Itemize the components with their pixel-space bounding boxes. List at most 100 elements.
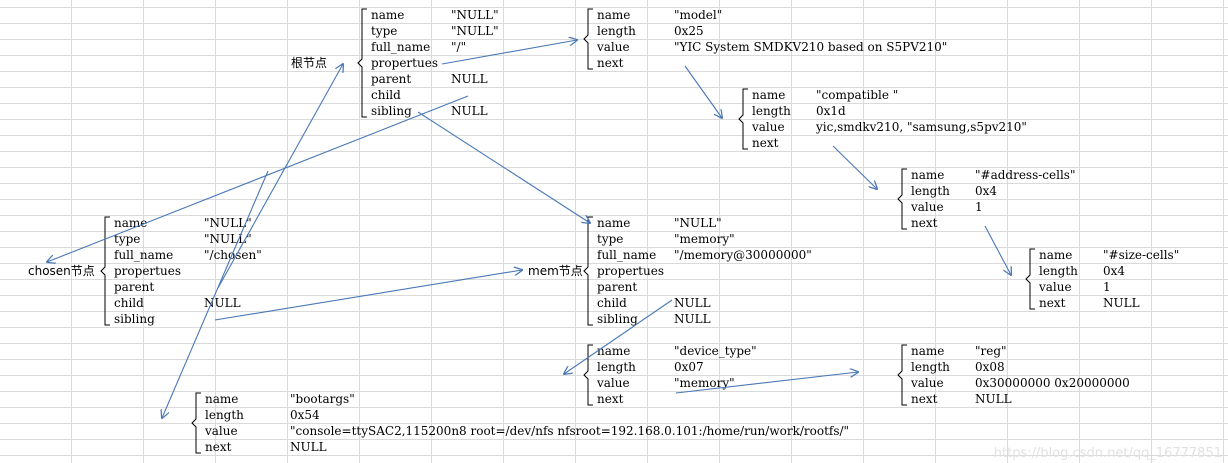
root-node-value-parent: NULL	[451, 72, 488, 86]
arrow-root-sibling-to-mem	[417, 111, 590, 223]
root-node-field-child: child	[371, 88, 401, 102]
reg-prop-field-name: name	[911, 344, 945, 358]
model-prop-value-name: "model"	[674, 8, 723, 22]
watermark: https://blog.csdn.net/qq_16777851	[993, 446, 1222, 461]
root-node-field-parent: parent	[371, 72, 412, 86]
mem-node-brace	[583, 216, 593, 326]
device-type-prop-value-name: "device_type"	[674, 344, 757, 358]
model-prop-value-length: 0x25	[674, 24, 704, 38]
bootargs-prop-value-next: NULL	[290, 440, 327, 454]
reg-prop-value-length: 0x08	[975, 360, 1005, 374]
compatible-prop-brace	[738, 88, 748, 150]
mem-node-field-child: child	[597, 296, 627, 310]
root-node-value-full_name: "/"	[451, 40, 467, 54]
model-prop-field-name: name	[597, 8, 631, 22]
bootargs-prop-field-name: name	[205, 392, 239, 406]
size-cells-prop-brace	[1025, 248, 1035, 310]
mem-node-field-full_name: full_name	[597, 248, 657, 262]
chosen-node-field-type: type	[114, 232, 141, 246]
model-prop-value-value: "YIC System SMDKV210 based on S5PV210"	[674, 40, 948, 54]
root-node-value-type: "NULL"	[451, 24, 499, 38]
root-node-value-name: "NULL"	[451, 8, 499, 22]
size-cells-prop-value-length: 0x4	[1103, 264, 1126, 278]
mem-node-field-name: name	[597, 216, 631, 230]
address-cells-prop-value-value: 1	[975, 200, 983, 214]
arrow-compatible-next-to-address-cells	[832, 145, 877, 189]
arrow-chosen-propertues-to-bootargs	[162, 170, 269, 418]
arrow-root-propertues-to-model	[441, 40, 577, 65]
reg-prop-field-length: length	[911, 360, 950, 374]
mem-node-value-sibling: NULL	[674, 312, 711, 326]
address-cells-prop-value-length: 0x4	[975, 184, 998, 198]
device-type-prop-brace	[583, 344, 593, 406]
root-node-brace	[357, 8, 367, 118]
chosen-node-value-type: "NULL"	[204, 232, 252, 246]
chosen-node-field-child: child	[114, 296, 144, 310]
address-cells-prop-field-name: name	[911, 168, 945, 182]
bootargs-prop-field-value: value	[205, 424, 238, 438]
bootargs-prop-value-name: "bootargs"	[290, 392, 355, 406]
address-cells-prop-value-name: "#address-cells"	[975, 168, 1076, 182]
root-node-field-type: type	[371, 24, 398, 38]
chosen-node-field-full_name: full_name	[114, 248, 174, 262]
mem-node-value-type: "memory"	[674, 232, 735, 246]
size-cells-prop-field-next: next	[1039, 296, 1066, 310]
device-type-prop-value-length: 0x07	[674, 360, 704, 374]
root-node-value-sibling: NULL	[451, 104, 488, 118]
size-cells-prop-field-name: name	[1039, 248, 1073, 262]
mem-node-value-full_name: "/memory@30000000"	[674, 248, 812, 262]
bootargs-prop-field-next: next	[205, 440, 232, 454]
root-node-field-sibling: sibling	[371, 104, 412, 118]
chosen-node-brace	[100, 216, 110, 326]
root-node-field-full_name: full_name	[371, 40, 431, 54]
model-prop-brace	[583, 8, 593, 70]
compatible-prop-value-length: 0x1d	[816, 104, 846, 118]
address-cells-prop-field-length: length	[911, 184, 950, 198]
chosen-node-label: chosen节点	[28, 264, 95, 278]
arrow-device-type-next-to-reg	[675, 372, 858, 394]
compatible-prop-value-name: "compatible "	[816, 88, 899, 102]
size-cells-prop-value-value: 1	[1103, 280, 1111, 294]
model-prop-field-length: length	[597, 24, 636, 38]
arrow-chosen-sibling-to-mem	[214, 270, 522, 321]
size-cells-prop-value-next: NULL	[1103, 296, 1140, 310]
arrow-mem-propertues-to-device-type	[564, 299, 673, 374]
model-prop-field-next: next	[597, 56, 624, 70]
address-cells-prop-field-value: value	[911, 200, 944, 214]
bootargs-prop-brace	[191, 392, 201, 454]
reg-prop-value-name: "reg"	[975, 344, 1007, 358]
reg-prop-field-value: value	[911, 376, 944, 390]
arrow-model-next-to-compatible	[684, 65, 722, 118]
chosen-node-field-sibling: sibling	[114, 312, 155, 326]
mem-node-value-child: NULL	[674, 296, 711, 310]
bootargs-prop-value-length: 0x54	[290, 408, 320, 422]
chosen-node-field-name: name	[114, 216, 148, 230]
root-node-field-propertues: propertues	[371, 56, 438, 70]
size-cells-prop-field-value: value	[1039, 280, 1072, 294]
mem-node-field-type: type	[597, 232, 624, 246]
arrow-root-child-to-chosen	[47, 95, 469, 262]
root-node-label: 根节点	[291, 56, 328, 70]
compatible-prop-value-value: yic,smdkv210, "samsung,s5pv210"	[816, 120, 1027, 134]
mem-node-field-sibling: sibling	[597, 312, 638, 326]
chosen-node-field-parent: parent	[114, 280, 155, 294]
compatible-prop-field-next: next	[752, 136, 779, 150]
bootargs-prop-field-length: length	[205, 408, 244, 422]
reg-prop-value-next: NULL	[975, 392, 1012, 406]
compatible-prop-field-name: name	[752, 88, 786, 102]
reg-prop-value-value: 0x30000000 0x20000000	[975, 376, 1130, 390]
size-cells-prop-value-name: "#size-cells"	[1103, 248, 1180, 262]
mem-node-field-parent: parent	[597, 280, 638, 294]
compatible-prop-field-length: length	[752, 104, 791, 118]
reg-prop-brace	[897, 344, 907, 406]
address-cells-prop-field-next: next	[911, 216, 938, 230]
size-cells-prop-field-length: length	[1039, 264, 1078, 278]
arrow-chosen-parent-to-root	[217, 64, 343, 289]
chosen-node-value-name: "NULL"	[204, 216, 252, 230]
mem-node-value-name: "NULL"	[674, 216, 722, 230]
bootargs-prop-value-value: "console=ttySAC2,115200n8 root=/dev/nfs …	[290, 424, 850, 438]
address-cells-prop-brace	[897, 168, 907, 230]
model-prop-field-value: value	[597, 40, 630, 54]
